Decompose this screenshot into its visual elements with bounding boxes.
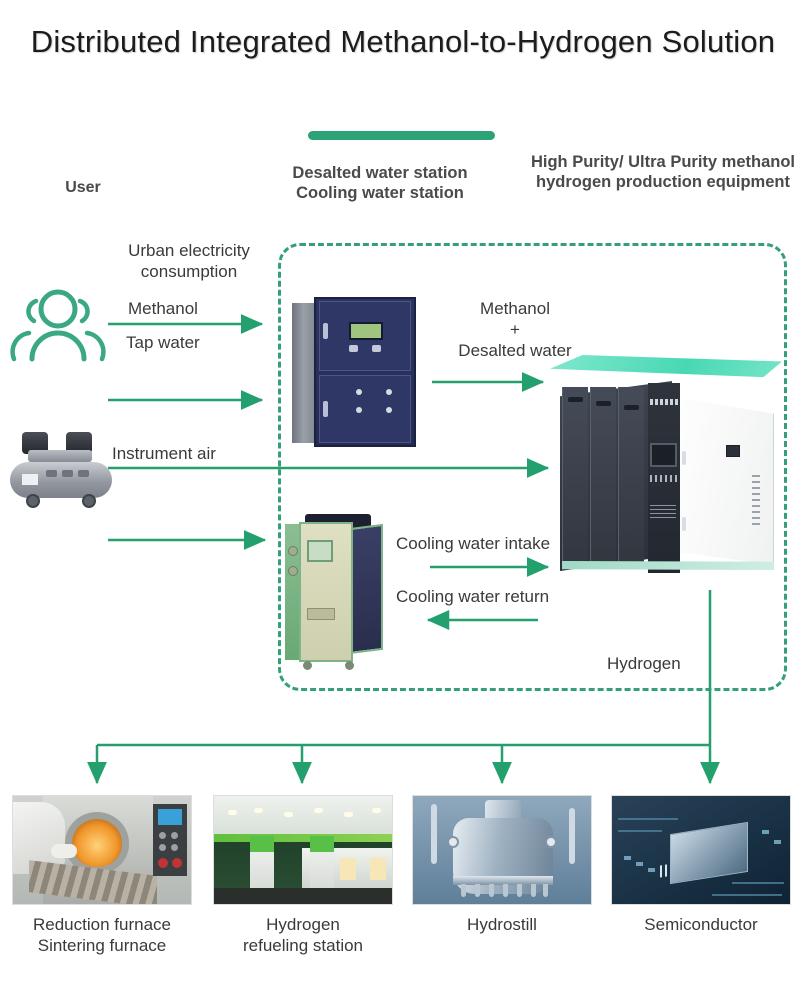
application-caption: Semiconductor <box>644 915 758 934</box>
reduction-sintering-furnace-photo <box>12 795 192 905</box>
label-hydrogen: Hydrogen <box>607 654 681 673</box>
application-card[interactable]: Semiconductor <box>611 795 791 935</box>
label-methanol-desalted-water: Methanol + Desalted water <box>458 299 572 360</box>
column-header-equipment: High Purity/ Ultra Purity methanol hydro… <box>530 153 796 191</box>
application-caption: Hydrostill <box>467 915 537 934</box>
application-card[interactable]: Reduction furnace Sintering furnace <box>12 795 192 956</box>
semiconductor-photo <box>611 795 791 905</box>
cooling-water-chiller-icon <box>285 514 385 670</box>
column-header-user: User <box>65 179 101 196</box>
label-cooling-water-intake: Cooling water intake <box>396 534 551 553</box>
label-methanol: Methanol <box>128 299 198 318</box>
label-tap-water: Tap water <box>126 333 200 352</box>
label-cooling-water-return: Cooling water return <box>396 587 550 606</box>
title-accent-bar <box>308 131 495 140</box>
label-instrument-air: Instrument air <box>112 444 216 463</box>
air-compressor-icon <box>8 424 116 512</box>
column-header-water-station: Desalted water station Cooling water sta… <box>292 164 468 202</box>
label-urban-electricity: Urban electricity consumption <box>128 241 250 281</box>
application-card[interactable]: Hydrostill <box>412 795 592 935</box>
application-caption: Reduction furnace Sintering furnace <box>33 915 171 955</box>
hydrostill-photo <box>412 795 592 905</box>
hydrogen-production-unit-icon <box>546 355 782 595</box>
application-caption: Hydrogen refueling station <box>242 915 364 955</box>
desalted-water-cabinet-icon <box>292 297 416 447</box>
application-card[interactable]: Hydrogen refueling station <box>213 795 393 956</box>
page-title: Distributed Integrated Methanol-to-Hydro… <box>30 24 776 59</box>
users-group-icon <box>10 289 106 362</box>
hydrogen-refueling-station-photo <box>213 795 393 905</box>
